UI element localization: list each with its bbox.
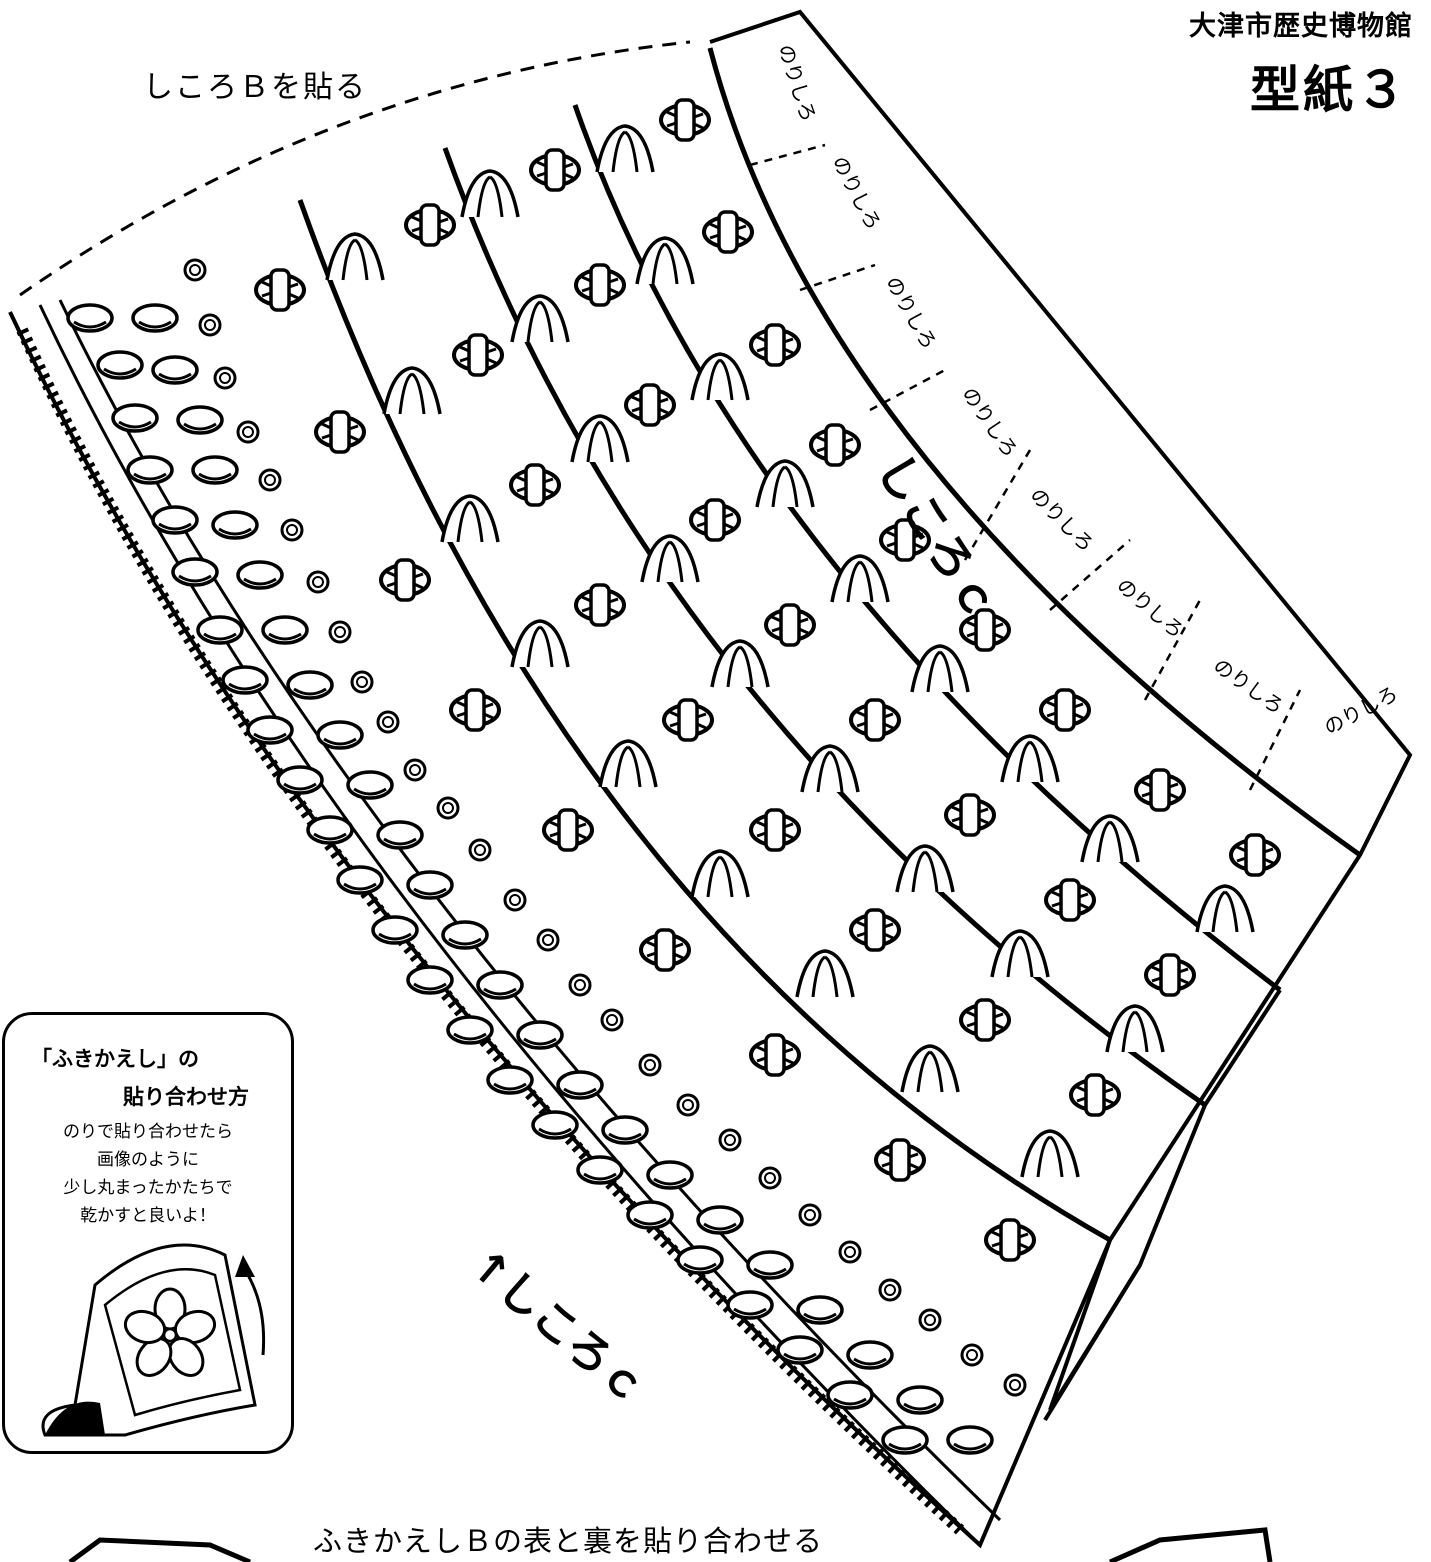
- howto-box: 「ふきかえし」の 貼り合わせ方 のりで貼り合わせたら 画像のように 少し丸まった…: [2, 1012, 294, 1454]
- howto-line: 画像のように: [97, 1150, 199, 1170]
- howto-line: のりで貼り合わせたら: [63, 1122, 233, 1142]
- layer-edges: [1043, 988, 1282, 1422]
- howto-line: 乾かすと良いよ！: [80, 1206, 216, 1226]
- bottom-right-tab: [1108, 1527, 1273, 1562]
- fan-outline: [8, 9, 1413, 1549]
- glue-tab-dividers: [749, 143, 1302, 791]
- paste-shikoro-b-label: しころＢを貼る: [143, 70, 367, 105]
- howto-title-1: 「ふきかえし」の: [31, 1047, 199, 1071]
- paste-guide-arc: [19, 40, 691, 297]
- bottom-instruction: ふきかえしＢの表と裏を貼り合わせる: [313, 1524, 824, 1558]
- flower-icon: [123, 1287, 217, 1377]
- curled-sheet-illustration: [41, 1243, 266, 1437]
- bottom-left-tab: [68, 1537, 251, 1562]
- howto-title-2: 貼り合わせ方: [123, 1085, 249, 1109]
- museum-name: 大津市歴史博物館: [1189, 11, 1413, 42]
- pattern-title: 型紙３: [1250, 61, 1409, 119]
- curl-arrow: [243, 1269, 266, 1356]
- howto-line: 少し丸まったかたちで: [63, 1178, 233, 1198]
